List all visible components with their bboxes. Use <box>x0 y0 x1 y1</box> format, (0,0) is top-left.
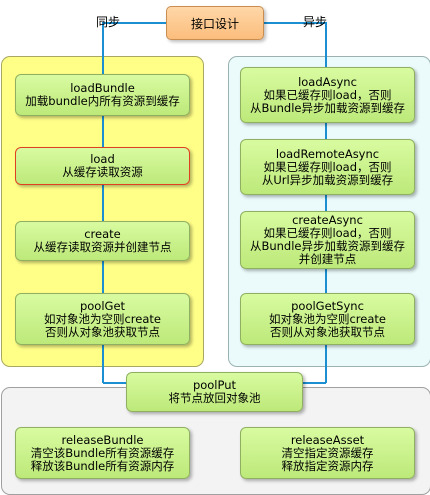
node-poolput: poolPut 将节点放回对象池 <box>126 372 303 412</box>
sync-label: 同步 <box>96 15 121 29</box>
node-createasync: createAsync 如果已缓存则load，否则 从Bundle异步加载资源到… <box>240 211 415 269</box>
node-name: loadRemoteAsync <box>275 146 380 161</box>
node-desc: 释放该Bundle所有资源内存 <box>30 458 175 473</box>
node-create: create 从缓存读取资源并创建节点 <box>15 221 190 261</box>
node-desc: 清空指定资源缓存 <box>281 445 374 460</box>
node-name: releaseAsset <box>290 432 365 447</box>
node-desc: 否则从对象池获取节点 <box>270 324 385 339</box>
node-desc: 并创建节点 <box>298 252 357 266</box>
node-desc: 从缓存读取资源 <box>62 165 143 179</box>
node-poolget: poolGet 如对象池为空则create 否则从对象池获取节点 <box>15 293 190 345</box>
node-loadbundle: loadBundle 加载bundle内所有资源到缓存 <box>15 74 190 116</box>
node-desc: 加载bundle内所有资源到缓存 <box>25 94 180 108</box>
node-name: poolGet <box>79 298 126 313</box>
node-desc: 清空该Bundle所有资源缓存 <box>30 445 175 460</box>
node-name: createAsync <box>292 213 363 227</box>
node-name: create <box>84 227 121 241</box>
title-node: 接口设计 <box>166 6 264 40</box>
node-name: poolGetSync <box>291 298 364 313</box>
node-poolgetsync: poolGetSync 如对象池为空则create 否则从对象池获取节点 <box>240 293 415 345</box>
node-desc: 如果已缓存则load，否则 <box>263 159 392 174</box>
node-loadremoteasync: loadRemoteAsync 如果已缓存则load，否则 从Url异步加载资源… <box>240 139 415 195</box>
node-desc: 否则从对象池获取节点 <box>45 324 160 339</box>
node-desc: 将节点放回对象池 <box>168 391 261 405</box>
node-name: poolPut <box>192 378 237 392</box>
title-text: 接口设计 <box>190 16 239 31</box>
node-releasebundle: releaseBundle 清空该Bundle所有资源缓存 释放该Bundle所… <box>15 427 190 479</box>
node-desc: 从Bundle异步加载资源到缓存 <box>249 100 406 115</box>
node-desc: 如果已缓存则load，否则 <box>263 226 392 240</box>
node-desc: 如果已缓存则load，否则 <box>263 87 392 102</box>
node-desc: 从Url异步加载资源到缓存 <box>261 172 394 187</box>
node-name: releaseBundle <box>61 432 144 447</box>
node-releaseasset: releaseAsset 清空指定资源缓存 释放指定资源内存 <box>240 427 415 479</box>
node-load: load 从缓存读取资源 <box>15 147 190 185</box>
node-name: load <box>90 152 115 166</box>
node-desc: 如对象池为空则create <box>43 311 161 326</box>
node-desc: 如对象池为空则create <box>268 311 386 326</box>
node-loadasync: loadAsync 如果已缓存则load，否则 从Bundle异步加载资源到缓存 <box>240 67 415 123</box>
async-label: 异步 <box>303 15 328 29</box>
node-name: loadBundle <box>70 81 135 95</box>
node-desc: 从缓存读取资源并创建节点 <box>33 240 172 254</box>
node-desc: 从Bundle异步加载资源到缓存 <box>249 239 406 253</box>
node-desc: 释放指定资源内存 <box>281 458 374 473</box>
node-name: loadAsync <box>298 74 357 89</box>
